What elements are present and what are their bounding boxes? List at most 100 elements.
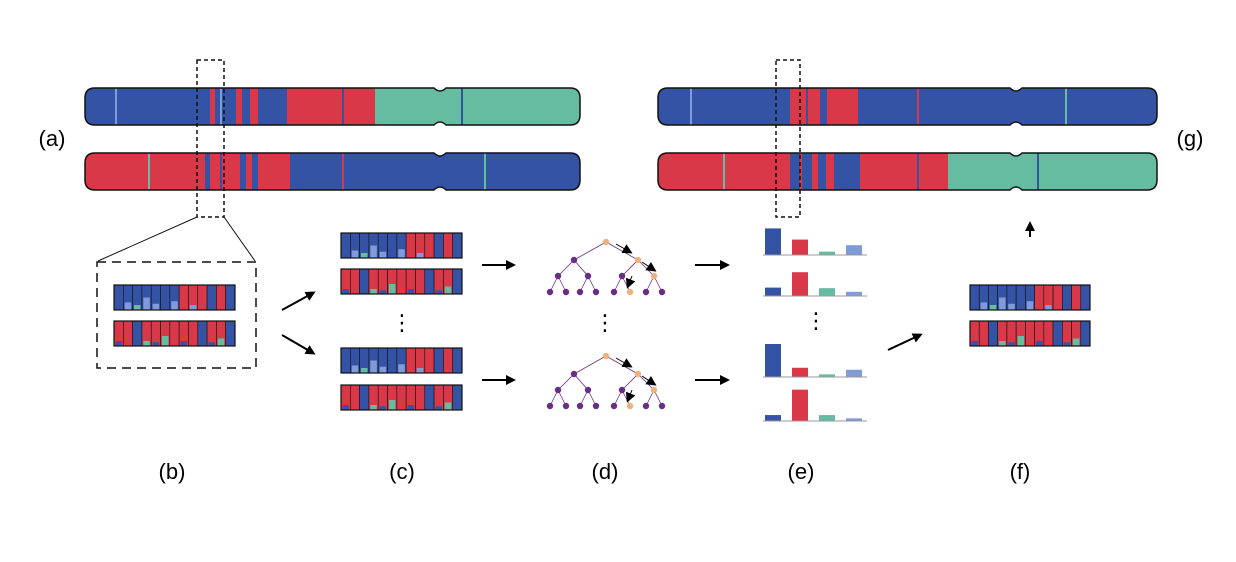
block-cell [452, 347, 463, 374]
tree-node [576, 402, 584, 410]
block-cell-bar [398, 249, 405, 258]
marker-line [690, 88, 692, 125]
arrow-b-to-c-top [281, 291, 316, 311]
block-cell-bar [416, 368, 424, 373]
marker-line [461, 88, 463, 125]
tree-node [584, 386, 592, 394]
label-a: (a) [39, 126, 66, 151]
block-cell-bar [180, 341, 188, 346]
label-b: (b) [159, 459, 186, 484]
block-outline [113, 320, 236, 347]
chromosome-outlines [84, 87, 1158, 191]
segment [812, 153, 818, 190]
segment [240, 153, 246, 190]
prediction-histograms [763, 228, 867, 422]
histogram-bar [846, 369, 862, 377]
histogram-bar [846, 245, 862, 255]
tree-node [610, 402, 618, 410]
segment [215, 88, 236, 125]
block-outline [113, 284, 236, 311]
block-cell [1080, 284, 1091, 311]
block-cell-bar [416, 253, 424, 258]
tree-node [610, 288, 618, 296]
block-outline [340, 384, 463, 411]
block-cell [1043, 320, 1054, 347]
block-cell-bar [444, 286, 452, 294]
histogram-bar [792, 367, 808, 377]
block-cell [424, 268, 435, 295]
marker-line [342, 153, 344, 190]
block-cell-bar [435, 406, 442, 410]
label-g: (g) [1177, 126, 1204, 151]
block-cell-bar [171, 301, 178, 310]
tree-node [584, 272, 592, 280]
tree-node [626, 402, 634, 410]
tree-node [570, 256, 578, 264]
block-outline [969, 320, 1091, 347]
tree-node [602, 352, 610, 360]
segment [242, 88, 250, 125]
chromosome-outline [657, 152, 1158, 191]
block-cell [387, 347, 398, 374]
block-cell-bar [398, 364, 405, 373]
block-cell [1071, 284, 1082, 311]
block-cell [969, 284, 980, 311]
path-arrow [615, 357, 633, 368]
block-cell [443, 232, 453, 259]
block-cell-bar [208, 342, 215, 346]
block-cell-bar [370, 245, 377, 258]
block-cell-bar [1072, 338, 1080, 346]
tree-edge [557, 373, 575, 391]
tree-node [602, 238, 610, 246]
block-cell-bar [134, 305, 141, 310]
tree-node [554, 272, 562, 280]
block-cell-bar [435, 290, 442, 294]
window-zoom-box [96, 261, 257, 369]
block-cell-bar [407, 289, 415, 294]
histogram-bar [765, 415, 781, 421]
segment [85, 88, 210, 125]
block-cell-bar [379, 406, 387, 410]
block-cell-bar [351, 365, 359, 373]
segment [246, 153, 252, 190]
arrow-b-to-c-bottom [281, 334, 316, 355]
tree-edge [605, 241, 639, 261]
block-outline [969, 284, 1091, 311]
block-cell-bar [1026, 301, 1034, 310]
path-arrow [625, 275, 636, 289]
histogram [763, 228, 867, 256]
segment [860, 88, 1157, 125]
block-cell-bar [143, 341, 150, 346]
block-cell-bar [379, 251, 387, 258]
block-cell-bar [1017, 336, 1024, 346]
block-cell-bar [351, 250, 359, 258]
segment [258, 153, 290, 190]
block-cell-bar [143, 297, 150, 310]
tree-node [618, 386, 626, 394]
block-cell-bar [152, 303, 160, 310]
segment [290, 153, 580, 190]
flow-arrows [281, 221, 1035, 385]
block-cell [169, 320, 180, 347]
histogram [763, 344, 867, 378]
segment [658, 88, 790, 125]
tree-edge [621, 259, 639, 277]
segment [834, 153, 860, 190]
block-cell [123, 320, 133, 347]
block-cell [433, 347, 444, 374]
block-cell-bar [161, 336, 169, 346]
segment [210, 153, 240, 190]
histogram-bar [792, 239, 808, 255]
block-cell [206, 284, 217, 311]
block-cell-bar [152, 342, 160, 346]
block-cell [225, 284, 236, 311]
chromosome-g-top [658, 88, 1157, 125]
tree-node [562, 402, 570, 410]
segment [250, 88, 258, 125]
path-arrow [641, 375, 657, 386]
chromosome-pair-a [85, 88, 580, 190]
block-cell [350, 268, 360, 295]
block-cell-bar [124, 302, 132, 310]
block-cell [197, 320, 208, 347]
